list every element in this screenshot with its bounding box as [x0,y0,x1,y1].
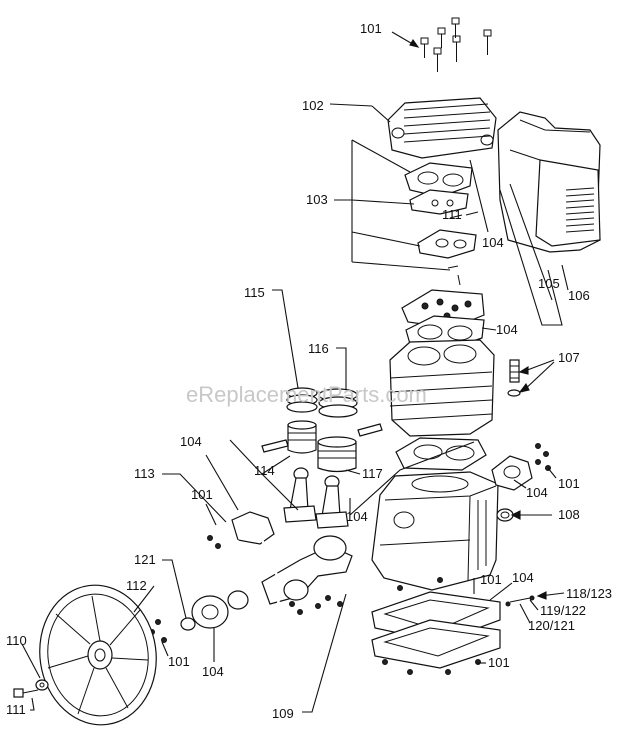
label-101-top: 101 [360,21,382,36]
label-101-manifold: 101 [191,487,213,502]
label-104-base: 104 [512,570,534,585]
piston-rings-116 [318,388,358,418]
flywheel-washer-bolt [13,679,49,698]
label-117: 117 [362,466,383,481]
label-103: 103 [306,192,328,207]
front-bearing-housing [149,535,249,643]
label-108: 108 [558,507,580,522]
label-109: 109 [272,706,294,721]
label-104-center: 104 [346,509,368,524]
aftercooler-tube [214,511,281,640]
label-101-flywheel: 101 [168,654,190,669]
label-104-cover: 104 [526,485,548,500]
leader-lines [21,31,569,713]
connecting-rods [283,467,349,529]
label-101-bottom: 101 [488,655,510,670]
drain-hardware [505,595,535,607]
label-116: 116 [308,341,329,356]
label-104-left: 104 [180,434,202,449]
label-104-valve: 104 [496,322,518,337]
bearing-cover [491,443,551,491]
cylinder-head [387,97,497,159]
label-115: 115 [244,285,265,300]
base-plate [371,577,501,675]
label-101-base: 101 [480,572,502,587]
label-118-123: 118/123 [566,586,612,601]
cylinder-block [389,339,495,437]
label-111-bolt: 111 [6,702,26,717]
label-101-cover: 101 [558,476,580,491]
callout-labels: 101 102 103 111 104 105 106 115 104 116 … [6,21,612,721]
pistons [261,420,383,473]
label-105: 105 [538,276,560,291]
label-112: 112 [126,578,147,593]
crankshaft [261,535,353,605]
label-114: 114 [254,463,275,478]
head-bolts [420,17,492,72]
label-119-122: 119/122 [540,603,586,618]
rod-bolts [289,595,343,615]
label-113: 113 [134,466,155,481]
label-102: 102 [302,98,324,113]
label-107: 107 [558,350,580,365]
label-111-upper: 111 [442,207,462,222]
belt-guard-shroud [497,111,601,253]
piston-rings-115 [286,387,318,413]
crankcase [371,471,499,591]
valve-plate-stack [401,162,485,349]
label-104-bearing: 104 [202,664,224,679]
label-120-121: 120/121 [528,618,575,633]
watermark-text: eReplacementParts.com [186,382,427,407]
breather-fitting [507,359,521,397]
oil-sight-plug [496,508,514,522]
label-121: 121 [134,552,156,567]
label-104-upper: 104 [482,235,504,250]
label-110: 110 [6,633,27,648]
flywheel [39,584,157,726]
label-106: 106 [568,288,590,303]
